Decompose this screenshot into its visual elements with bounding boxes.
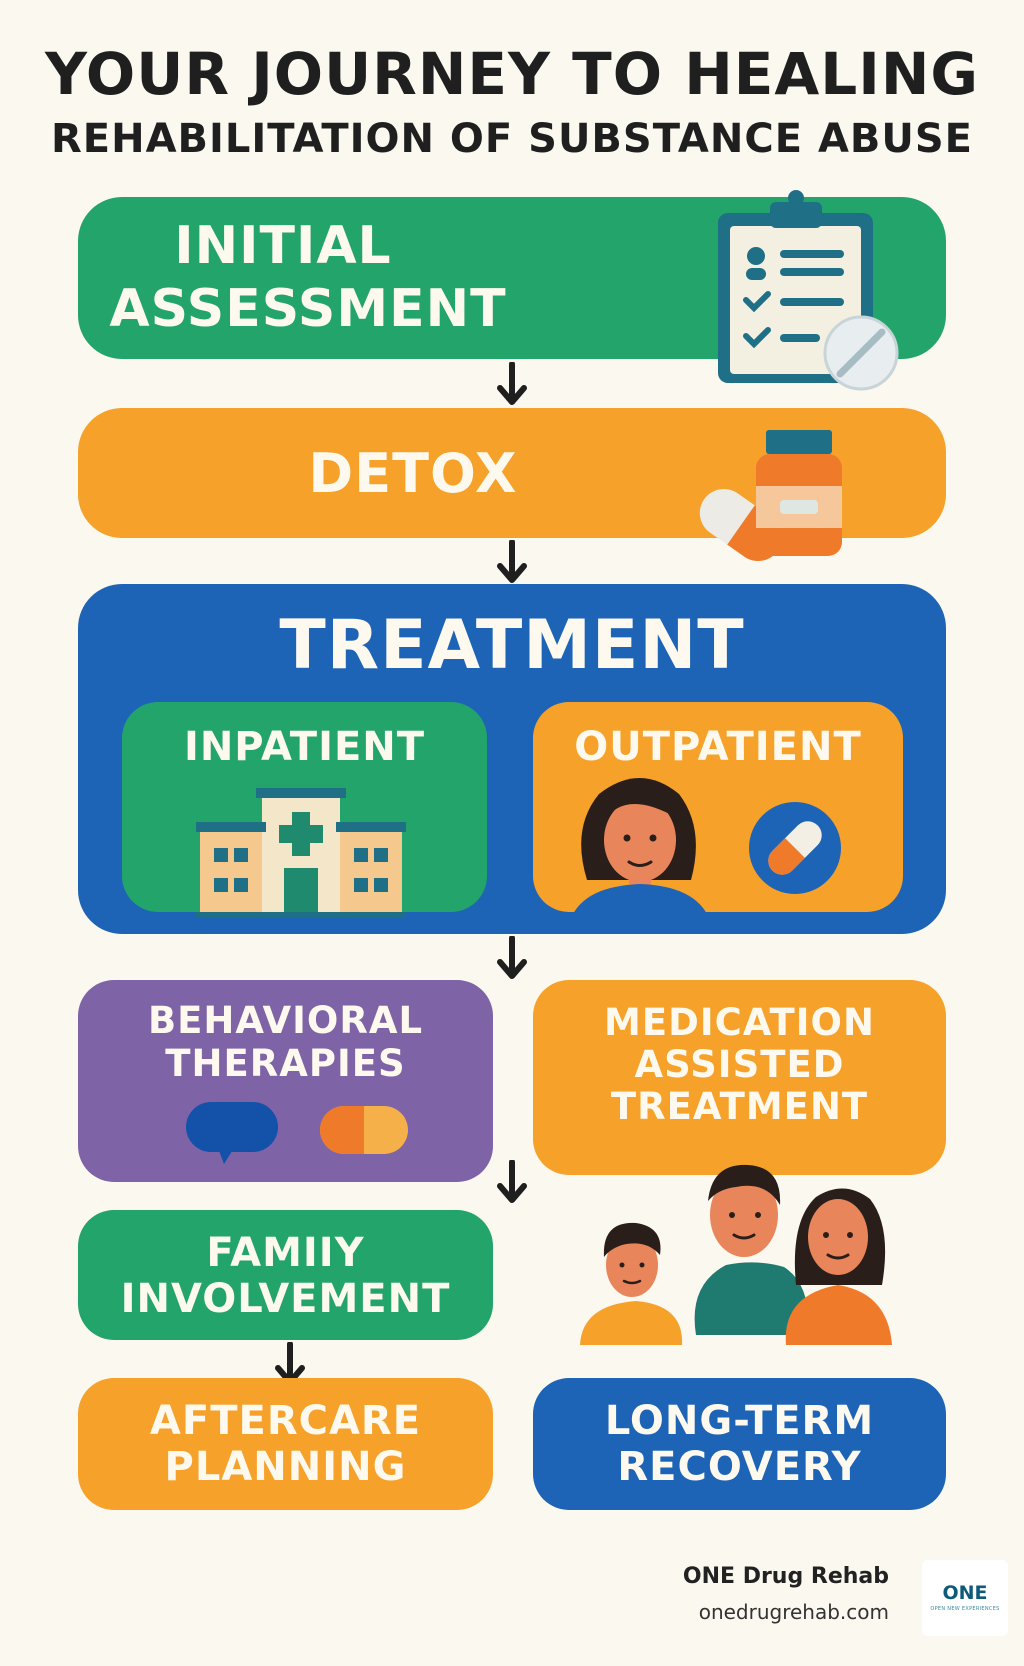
step-long-term-recovery: LONG-TERM RECOVERY bbox=[533, 1378, 946, 1510]
behavioral-line2: THERAPIES bbox=[165, 1041, 406, 1085]
footer-url[interactable]: onedrugrehab.com bbox=[698, 1600, 889, 1624]
long-term-line2: RECOVERY bbox=[617, 1444, 862, 1490]
family-icon bbox=[580, 1164, 892, 1345]
inpatient-label: INPATIENT bbox=[183, 724, 426, 770]
down-arrow-icon bbox=[497, 936, 527, 979]
page-title: YOUR JOURNEY TO HEALING bbox=[45, 40, 979, 108]
brand-logo bbox=[922, 1560, 1008, 1636]
step-family-involvement: FAMIIY INVOLVEMENT bbox=[78, 1210, 493, 1340]
down-arrow-icon bbox=[497, 1160, 527, 1203]
initial-assessment-line2: ASSESSMENT bbox=[109, 278, 507, 339]
medication-line1: MEDICATION bbox=[604, 1001, 875, 1044]
down-arrow-icon bbox=[497, 540, 527, 583]
treatment-outpatient: OUTPATIENT bbox=[533, 702, 903, 912]
family-line2: INVOLVEMENT bbox=[120, 1276, 451, 1322]
capsule-icon bbox=[749, 802, 841, 894]
medication-line2: ASSISTED bbox=[634, 1042, 845, 1086]
behavioral-line1: BEHAVIORAL bbox=[147, 999, 424, 1042]
down-arrow-icon bbox=[497, 362, 527, 405]
logo-text: ONE bbox=[942, 1582, 988, 1604]
speech-bubble-icon bbox=[186, 1102, 278, 1164]
step-behavioral-therapies: BEHAVIORAL THERAPIES bbox=[78, 980, 493, 1182]
patient-avatar-icon bbox=[574, 778, 706, 912]
aftercare-line2: PLANNING bbox=[164, 1444, 407, 1490]
initial-assessment-line1: INITIAL bbox=[174, 216, 392, 276]
hospital-icon bbox=[196, 788, 406, 918]
treatment-title: TREATMENT bbox=[279, 606, 745, 685]
medication-line3: TREATMENT bbox=[610, 1084, 869, 1128]
page-subtitle: REHABILITATION OF SUBSTANCE ABUSE bbox=[50, 116, 974, 162]
step-aftercare-planning: AFTERCARE PLANNING bbox=[78, 1378, 493, 1510]
family-line1: FAMIIY bbox=[206, 1230, 365, 1276]
footer-brand: ONE Drug Rehab bbox=[682, 1564, 889, 1589]
clipboard-icon bbox=[718, 190, 899, 391]
logo-tagline: OPEN NEW EXPERIENCES bbox=[930, 1606, 1000, 1612]
medicine-bottle-icon bbox=[756, 430, 842, 556]
outpatient-label: OUTPATIENT bbox=[574, 724, 862, 770]
pill-icon bbox=[320, 1106, 408, 1154]
step-medication-assisted-treatment: MEDICATION ASSISTED TREATMENT bbox=[533, 980, 946, 1175]
detox-label: DETOX bbox=[308, 442, 518, 505]
long-term-line1: LONG-TERM bbox=[604, 1398, 875, 1444]
aftercare-line1: AFTERCARE bbox=[149, 1398, 422, 1444]
